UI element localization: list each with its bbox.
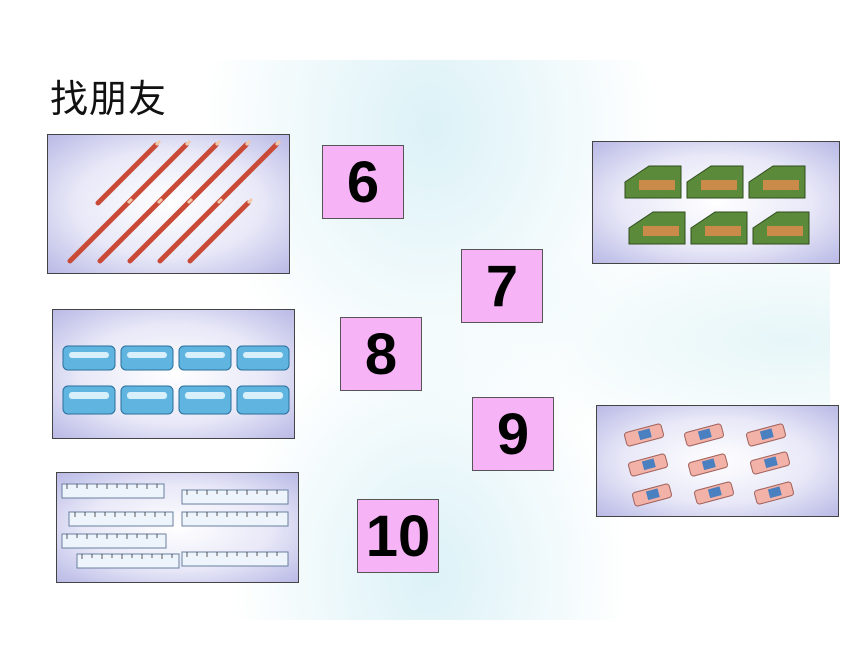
number-card-6[interactable]: 6: [322, 145, 404, 219]
erasers-illustration: [624, 423, 794, 507]
rulers-picture[interactable]: [56, 472, 299, 583]
pencil-cases-illustration: [62, 345, 290, 415]
pencils-picture[interactable]: [47, 134, 290, 274]
rulers-illustration: [61, 483, 289, 569]
wallets-illustration: [624, 165, 810, 245]
wallets-picture[interactable]: [592, 141, 840, 264]
number-card-7[interactable]: 7: [461, 249, 543, 323]
pencils-illustration: [67, 139, 282, 264]
erasers-picture[interactable]: [596, 405, 839, 517]
page-title: 找朋友: [50, 77, 168, 121]
number-card-8[interactable]: 8: [340, 317, 422, 391]
number-card-9[interactable]: 9: [472, 397, 554, 471]
number-card-10[interactable]: 10: [357, 499, 439, 573]
pencil-cases-picture[interactable]: [52, 309, 295, 439]
